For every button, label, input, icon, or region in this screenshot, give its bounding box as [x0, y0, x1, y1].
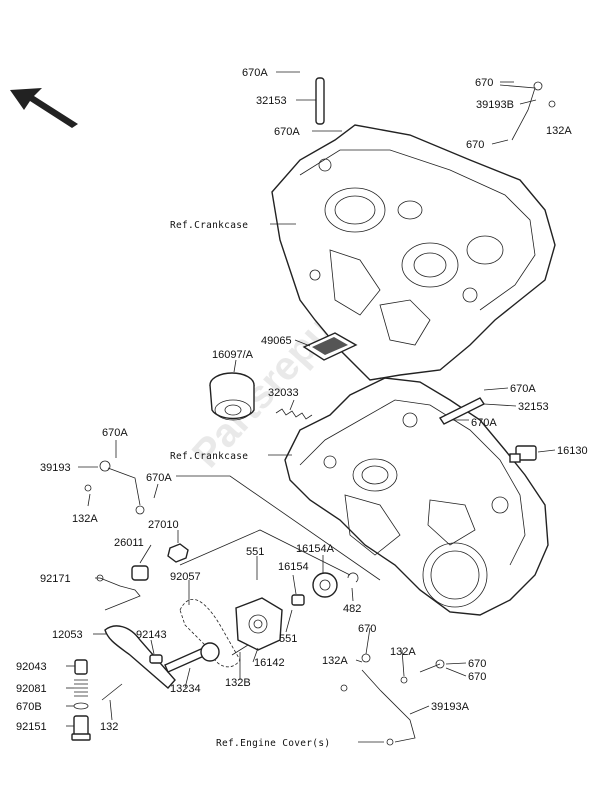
label-670A-left-2: 670A	[146, 472, 172, 484]
label-670A-right-1: 670A	[510, 383, 536, 395]
label-27010: 27010	[148, 519, 179, 531]
label-551-b: 551	[279, 633, 297, 645]
label-26011: 26011	[114, 537, 144, 549]
label-92151: 92151	[16, 721, 47, 733]
label-ref-engine-cover: Ref.Engine Cover(s)	[216, 738, 330, 749]
label-92043: 92043	[16, 661, 47, 673]
bolt-132	[101, 683, 123, 701]
oil-filter	[209, 372, 255, 421]
bolt-132B	[231, 644, 249, 656]
label-plate-49065	[302, 332, 358, 361]
label-92081: 92081	[16, 683, 47, 695]
label-16154: 16154	[278, 561, 309, 573]
gear-16154	[291, 594, 305, 606]
label-ref-crankcase-upper: Ref.Crankcase	[170, 220, 248, 231]
label-132: 132	[100, 721, 118, 733]
label-32033: 32033	[268, 387, 299, 399]
label-132A-top-right: 132A	[546, 125, 572, 137]
label-670-bottom-right-2: 670	[468, 658, 486, 670]
label-16097A: 16097/A	[212, 349, 254, 361]
label-39193A: 39193A	[431, 701, 470, 713]
pin-92143	[149, 654, 163, 664]
sensor-27010	[167, 543, 189, 563]
label-39193: 39193	[40, 462, 71, 474]
gear-16154A	[312, 572, 338, 598]
label-12053: 12053	[52, 629, 83, 641]
oil-pipe-39193	[84, 460, 145, 515]
label-39193B: 39193B	[476, 99, 514, 111]
label-482: 482	[343, 603, 361, 615]
shaft-13234	[164, 642, 220, 673]
oil-pump	[235, 597, 283, 651]
leader-lines	[66, 71, 556, 743]
label-132A-bottom-2: 132A	[390, 646, 416, 658]
oring-670B	[73, 702, 89, 710]
label-ref-crankcase-lower: Ref.Crankcase	[170, 451, 248, 462]
fitting-16130	[509, 445, 537, 463]
oil-pipe-39193A	[340, 653, 445, 746]
plug-92151	[71, 715, 91, 741]
label-670B: 670B	[16, 701, 42, 713]
label-670-top-right-2: 670	[466, 139, 484, 151]
tensioner-12053	[104, 625, 176, 689]
switch-26011	[96, 565, 149, 611]
label-32153-top: 32153	[256, 95, 287, 107]
label-670-bottom-right: 670	[358, 623, 376, 635]
spring-32033	[275, 408, 313, 420]
label-670-top-right: 670	[475, 77, 493, 89]
label-670A-top-2: 670A	[274, 126, 300, 138]
pipe-32153-top	[315, 77, 325, 125]
label-92143: 92143	[136, 629, 167, 641]
label-670-bottom-right-3: 670	[468, 671, 486, 683]
plunger-92043	[74, 659, 88, 675]
label-49065: 49065	[261, 335, 292, 347]
label-670A-right-2: 670A	[471, 417, 497, 429]
label-551-a: 551	[246, 546, 264, 558]
label-16130: 16130	[557, 445, 588, 457]
oil-pipe-39193B	[499, 81, 556, 141]
label-16154A: 16154A	[296, 543, 335, 555]
front-direction-arrow-icon	[10, 88, 78, 128]
label-32153-right: 32153	[518, 401, 549, 413]
label-132A-left: 132A	[72, 513, 98, 525]
label-16142: 16142	[254, 657, 285, 669]
label-670A-top: 670A	[242, 67, 268, 79]
label-132B: 132B	[225, 677, 251, 689]
spring-92081	[74, 679, 88, 697]
upper-crankcase	[271, 124, 556, 381]
label-670A-left-1: 670A	[102, 427, 128, 439]
label-13234: 13234	[170, 683, 201, 695]
label-92057: 92057	[170, 571, 201, 583]
label-132A-bottom-1: 132A	[322, 655, 348, 667]
circlip-482	[347, 572, 359, 583]
label-92171: 92171	[40, 573, 71, 585]
